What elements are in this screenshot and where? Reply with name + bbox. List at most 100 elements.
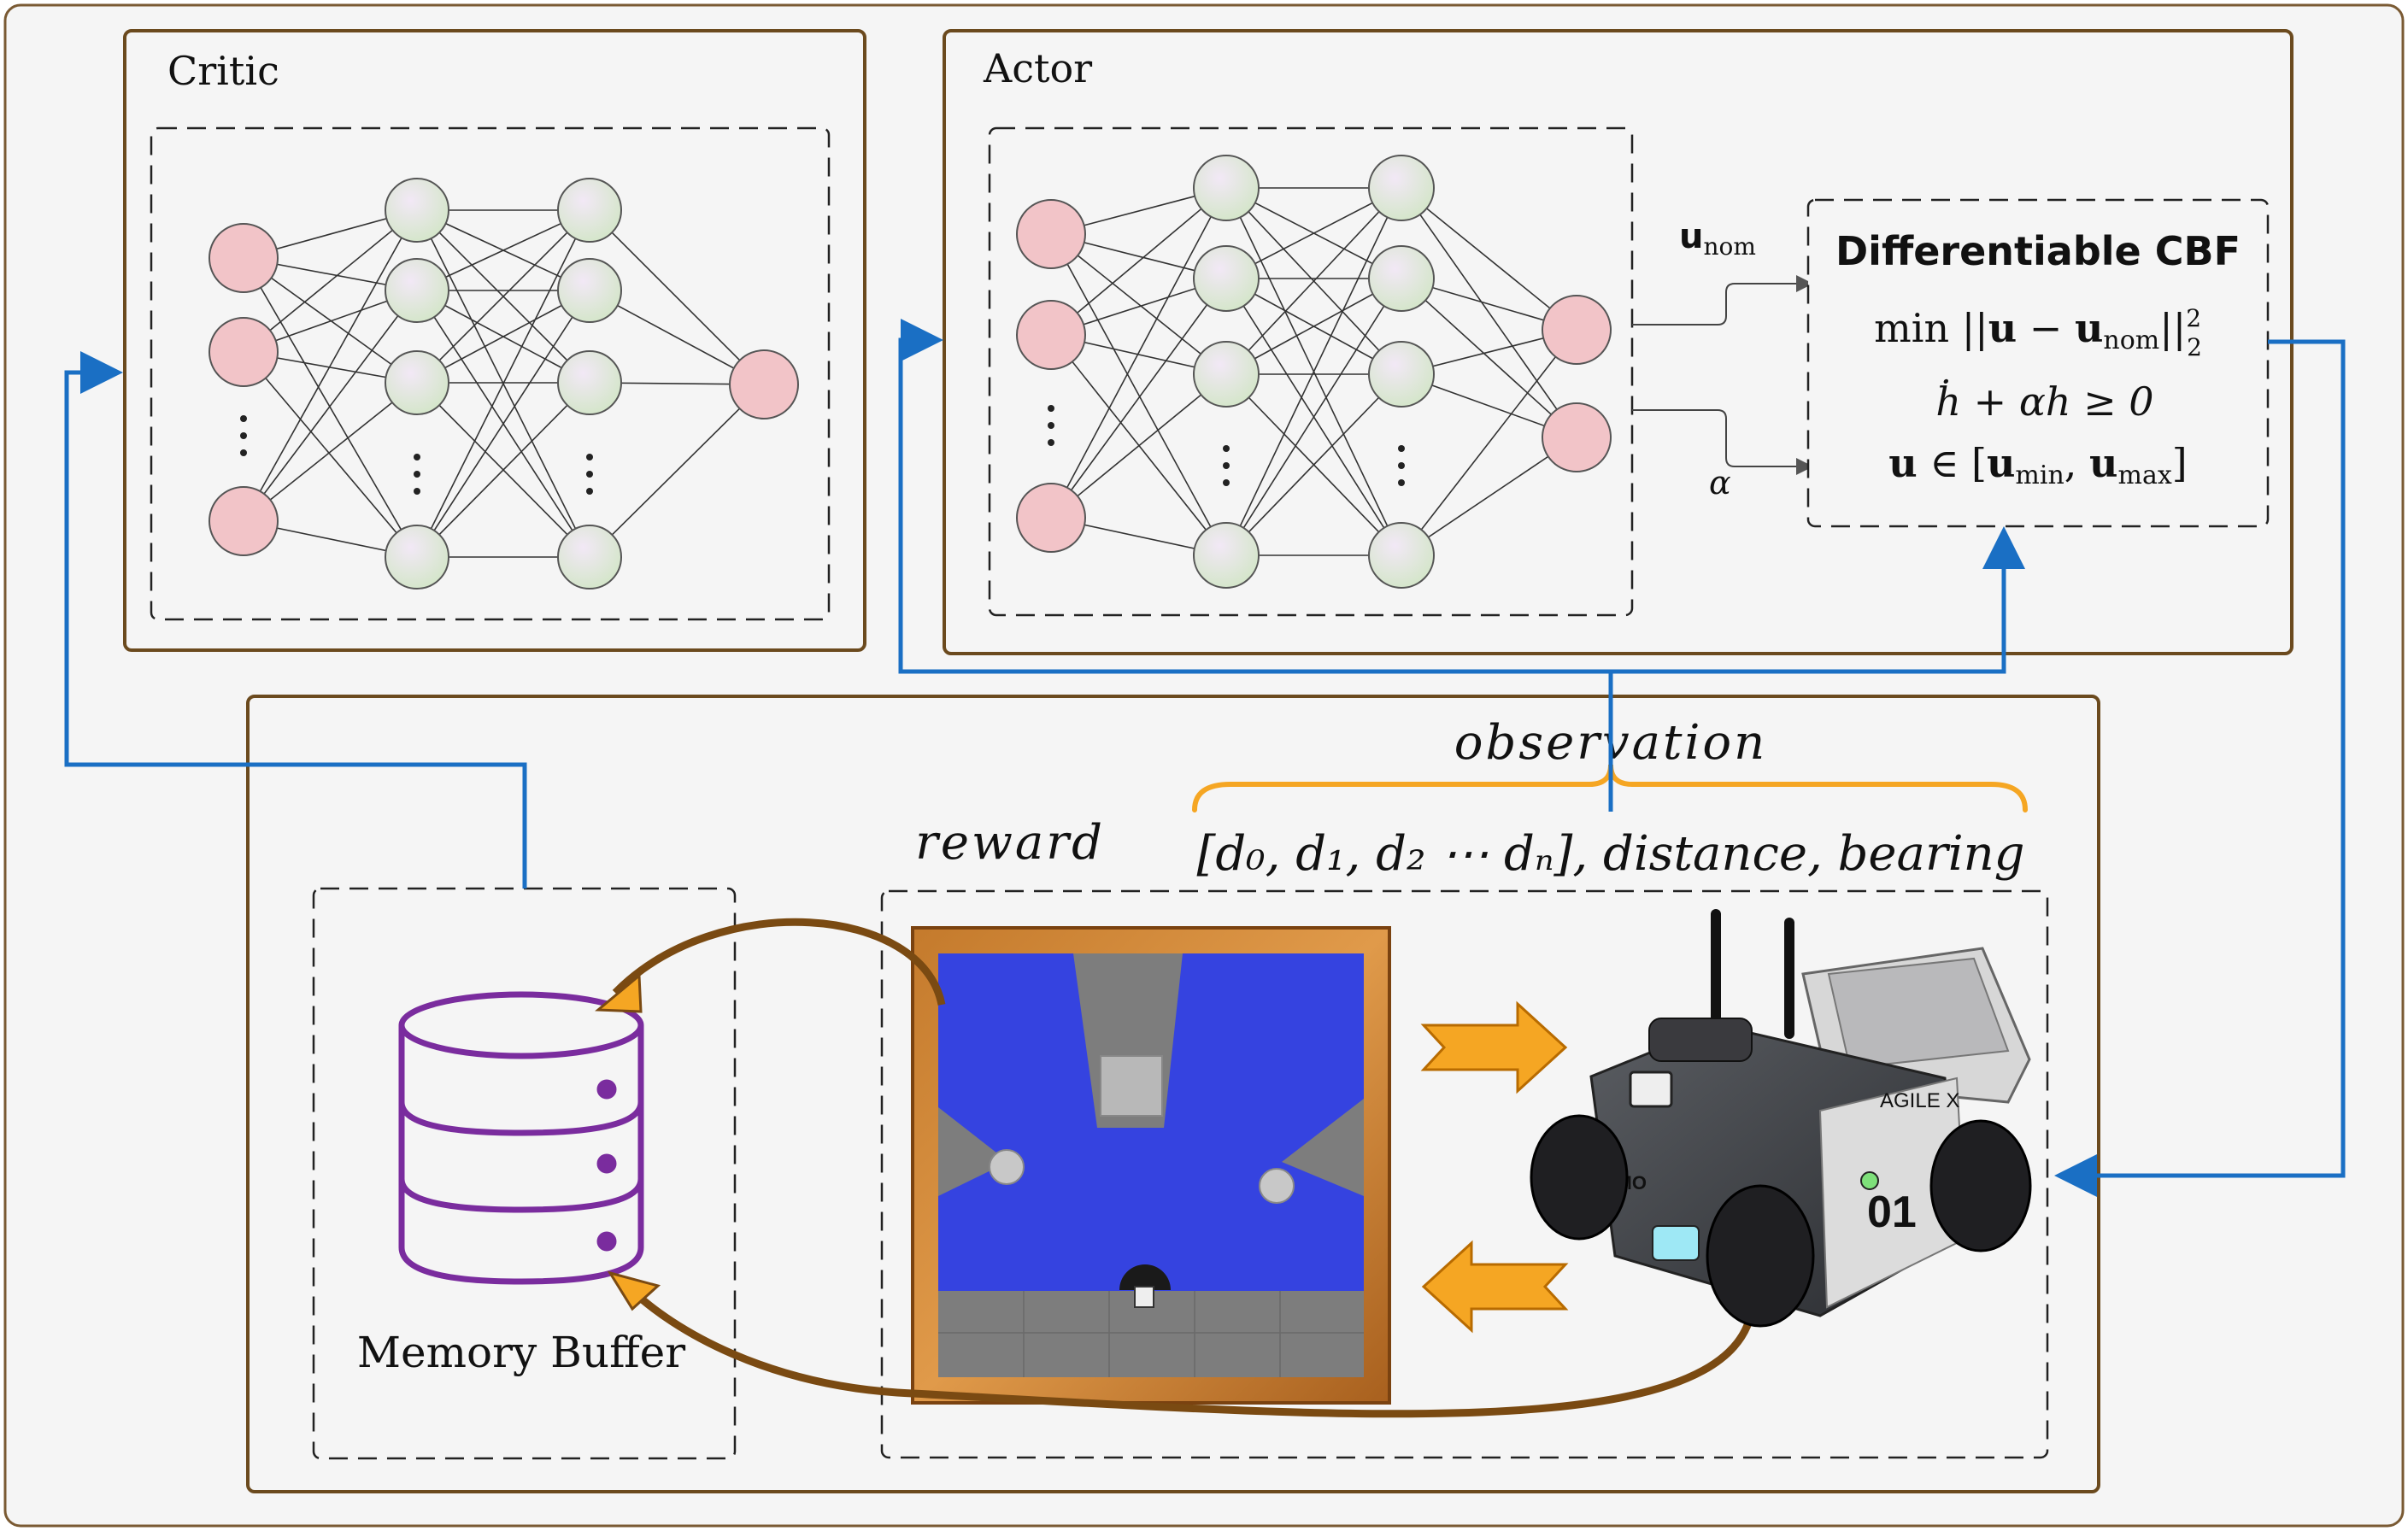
critic-hidden-neuron [385, 178, 449, 243]
reward-label: reward [915, 815, 1105, 871]
critic-connection [243, 351, 418, 558]
robot-number: 01 [1867, 1188, 1917, 1237]
reward-arrow [612, 918, 946, 1006]
actor-connection [1225, 187, 1402, 556]
simulation-arena [911, 926, 1391, 1405]
unom-label: unom [1679, 217, 1756, 261]
actor-hidden-neuron [1193, 341, 1260, 408]
critic-connection [243, 290, 418, 522]
critic-connection [243, 257, 418, 558]
actor-hidden-neuron [1368, 245, 1435, 312]
actor-connection [1050, 187, 1227, 519]
observation-to-actor-arrow [898, 319, 1613, 812]
critic-hidden-neuron [385, 350, 449, 415]
critic-panel: Critic [123, 29, 866, 652]
actor-hidden-neuron [1368, 341, 1435, 408]
critic-connection [243, 382, 418, 522]
critic-connection [416, 209, 590, 384]
actor-connection [1401, 187, 1577, 331]
critic-connection [243, 257, 418, 384]
actor-connection [1225, 373, 1402, 556]
critic-io-neuron [208, 223, 279, 293]
memory-buffer-label: Memory Buffer [357, 1328, 685, 1377]
cbf-bounds: u ∈ [umin, umax] [1888, 440, 2187, 490]
actor-io-neuron [1016, 483, 1086, 553]
actor-neurons [1016, 155, 1612, 589]
limo-robot: AGILE X LIMO 01 [1530, 909, 2032, 1328]
critic-hidden-neuron [385, 525, 449, 590]
critic-hidden-neuron [557, 350, 622, 415]
actor-connection [1225, 278, 1402, 556]
critic-connection [243, 209, 418, 353]
wheel-front-right [1706, 1184, 1815, 1328]
critic-connection [416, 382, 590, 558]
alpha-connector [1632, 409, 1813, 475]
critic-io-neuron [208, 486, 279, 556]
wheel-rear-right [1929, 1119, 2032, 1252]
critic-connection [589, 209, 765, 385]
actor-connection [1050, 233, 1227, 556]
feedback-arrow [1421, 1240, 1569, 1334]
actor-io-neuron [1016, 300, 1086, 370]
actor-io-neuron [1542, 402, 1612, 472]
transition-arrow [625, 1281, 1757, 1418]
observation-vector: [d₀, d₁, d₂ ⋯ dₙ], distance, bearing [1196, 826, 2024, 882]
critic-io-neuron [208, 317, 279, 387]
critic-hidden-neuron [385, 258, 449, 323]
environment-panel: observation [d₀, d₁, d₂ ⋯ dₙ], distance,… [246, 695, 2100, 1493]
critic-ellipsis [240, 415, 593, 495]
actor-io-neuron [1016, 199, 1086, 269]
actor-connection [1401, 278, 1577, 438]
critic-hidden-neuron [557, 178, 622, 243]
actor-connection [1050, 373, 1227, 519]
critic-connection [416, 290, 590, 384]
actor-connection [1050, 278, 1227, 519]
unom-connector [1632, 275, 1813, 326]
cbf-to-robot-arrow [2054, 339, 2346, 1197]
actor-connection [1225, 187, 1402, 375]
box-obstacle [1100, 1055, 1163, 1117]
sim-robot [1134, 1286, 1154, 1308]
actor-network-box [988, 126, 1634, 617]
buffer-to-critic-arrow [64, 351, 527, 889]
cylinder-obstacle-left [989, 1149, 1025, 1185]
actor-connection [1401, 329, 1577, 556]
wheel-front-left [1530, 1114, 1629, 1241]
actor-hidden-neuron [1368, 522, 1435, 589]
actor-panel: Actor unom α Differentiable CBF min ||u … [943, 29, 2293, 655]
critic-connection [416, 290, 590, 558]
actor-hidden-neuron [1368, 155, 1435, 221]
critic-connection [589, 384, 765, 558]
observation-to-cbf-arrow [1611, 526, 2025, 674]
cylinder-obstacle-right [1259, 1168, 1295, 1204]
actor-connection [1050, 233, 1227, 375]
robot-brand: AGILE X [1880, 1089, 1959, 1112]
database-icon [398, 991, 644, 1285]
actor-ellipsis [1048, 405, 1405, 486]
critic-hidden-neuron [557, 258, 622, 323]
actor-hidden-neuron [1193, 522, 1260, 589]
actor-title: Actor [983, 45, 1092, 91]
critic-connection [243, 209, 418, 522]
critic-neurons [208, 178, 799, 590]
critic-io-neuron [729, 349, 799, 419]
actor-io-neuron [1542, 295, 1612, 365]
actor-hidden-neuron [1193, 245, 1260, 312]
simulation-box [880, 889, 2049, 1459]
cbf-constraint: ḣ + αh ≥ 0 [1935, 378, 2153, 425]
actor-connection [1401, 187, 1577, 438]
critic-network-box [150, 126, 831, 621]
critic-connection [416, 209, 590, 558]
data-flow-arrows [64, 319, 2346, 1197]
critic-hidden-neuron [557, 525, 622, 590]
critic-title: Critic [167, 48, 279, 94]
action-arrow [1420, 1000, 1568, 1094]
alpha-label: α [1709, 464, 1731, 502]
actor-hidden-neuron [1193, 155, 1260, 221]
actor-connection [1050, 187, 1227, 336]
cbf-title: Differentiable CBF [1835, 228, 2241, 274]
actor-connection [1401, 437, 1577, 556]
